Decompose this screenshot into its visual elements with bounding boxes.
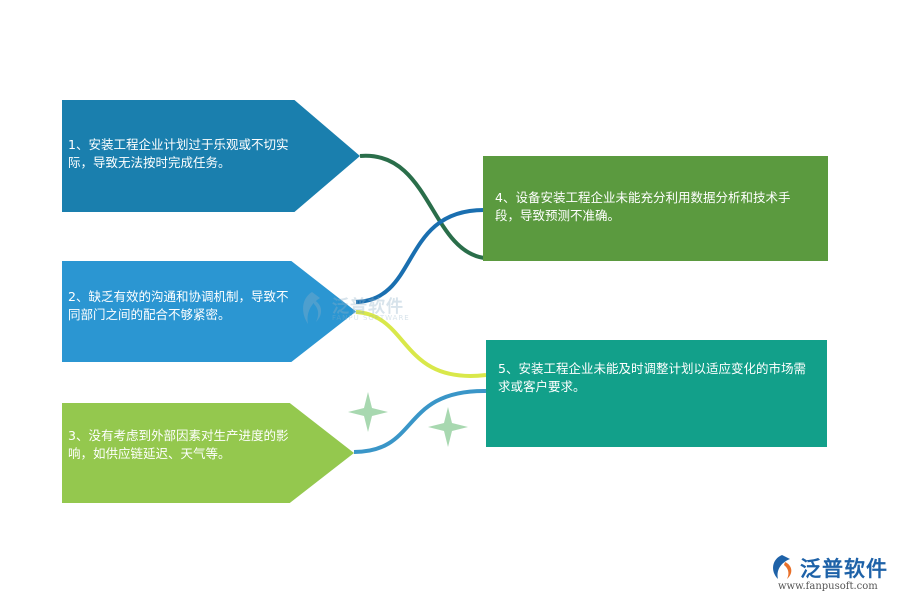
cause-text-4: 4、设备安装工程企业未能充分利用数据分析和技术手段，导致预测不准确。 <box>495 190 791 223</box>
connector-2-4 <box>355 208 485 304</box>
cause-box-4: 4、设备安装工程企业未能充分利用数据分析和技术手段，导致预测不准确。 <box>483 156 828 261</box>
watermark: 泛普软件 FANPU SOFTWARE <box>298 290 418 330</box>
cause-box-3: 3、没有考虑到外部因素对生产进度的影响，如供应链延迟、天气等。 <box>62 403 354 503</box>
sparkle-icon <box>428 407 468 447</box>
cause-text-1: 1、安装工程企业计划过于乐观或不切实际，导致无法按时完成任务。 <box>68 137 289 170</box>
cause-box-1: 1、安装工程企业计划过于乐观或不切实际，导致无法按时完成任务。 <box>62 100 360 212</box>
cause-text-2: 2、缺乏有效的沟通和协调机制，导致不同部门之间的配合不够紧密。 <box>68 289 289 322</box>
connector-2-5 <box>355 310 487 378</box>
cause-text-3: 3、没有考虑到外部因素对生产进度的影响，如供应链延迟、天气等。 <box>68 428 289 461</box>
sparkle-icon <box>348 392 388 432</box>
cause-box-5: 5、安装工程企业未能及时调整计划以适应变化的市场需求或客户要求。 <box>486 340 827 447</box>
cause-box-2: 2、缺乏有效的沟通和协调机制，导致不同部门之间的配合不够紧密。 <box>62 261 356 362</box>
fanpu-logo-icon <box>773 555 792 579</box>
brand-logo: 泛普软件 www.fanpusoft.com <box>768 553 898 598</box>
logo-name: 泛普软件 <box>800 557 888 581</box>
watermark-name: 泛普软件 <box>332 297 404 317</box>
connector-3-5 <box>353 388 487 454</box>
logo-url: www.fanpusoft.com <box>778 581 878 592</box>
connector-1-4 <box>359 153 485 260</box>
watermark-logo-icon <box>303 292 322 324</box>
cause-text-5: 5、安装工程企业未能及时调整计划以适应变化的市场需求或客户要求。 <box>498 361 806 394</box>
watermark-sub: FANPU SOFTWARE <box>332 314 410 322</box>
